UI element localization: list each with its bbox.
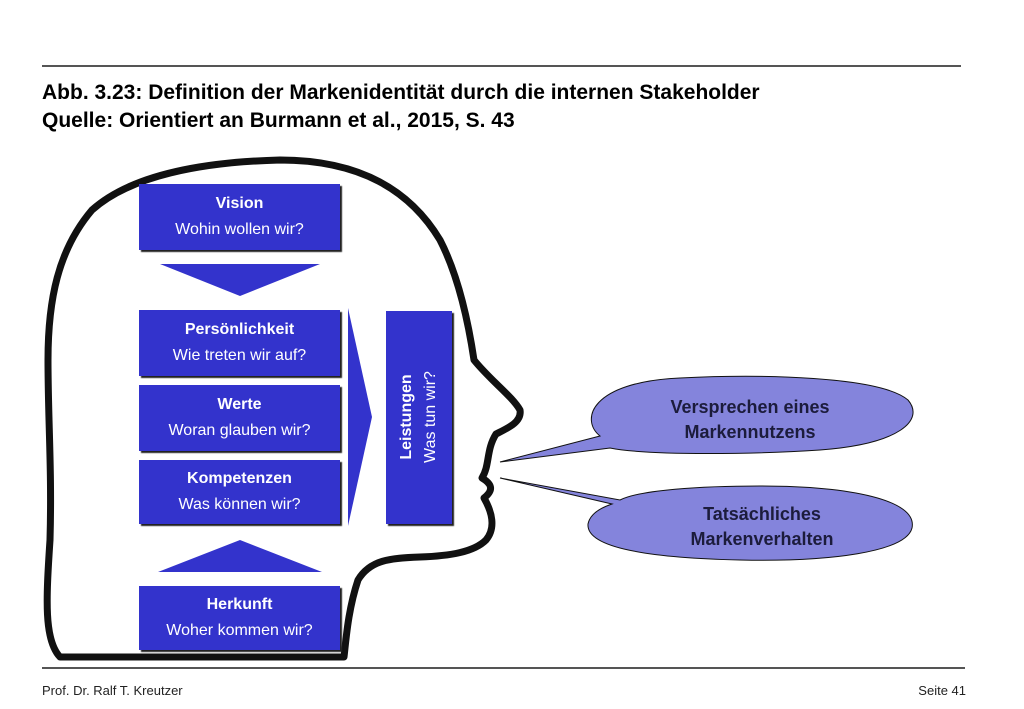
herkunft-heading: Herkunft: [206, 596, 273, 613]
persoenlichkeit-heading: Persönlichkeit: [184, 321, 295, 338]
up-arrow-icon: [158, 540, 322, 572]
leistungen-heading: Leistungen: [398, 374, 415, 460]
top-rule: [42, 65, 961, 67]
footer-page-number: Seite 41: [918, 683, 966, 698]
vision-heading: Vision: [215, 195, 264, 212]
slide-title: Abb. 3.23: Definition der Markenidentitä…: [42, 79, 760, 135]
persoenlichkeit-box: Persönlichkeit Wie treten wir auf?: [139, 310, 340, 376]
herkunft-box: Herkunft Woher kommen wir?: [139, 586, 340, 650]
down-arrow-icon: [160, 264, 320, 296]
bottom-rule: [42, 667, 965, 669]
herkunft-question: Woher kommen wir?: [166, 622, 313, 639]
kompetenzen-question: Was können wir?: [178, 496, 301, 513]
verhalten-text: Tatsächliches Markenverhalten: [620, 502, 904, 552]
werte-question: Woran glauben wir?: [168, 422, 311, 439]
kompetenzen-box: Kompetenzen Was können wir?: [139, 460, 340, 524]
kompetenzen-heading: Kompetenzen: [187, 470, 292, 487]
verhalten-line-1: Tatsächliches: [703, 504, 821, 524]
vision-box: Vision Wohin wollen wir?: [139, 184, 340, 250]
right-arrow-icon: [348, 308, 372, 526]
werte-heading: Werte: [217, 396, 262, 413]
head-outline: [43, 156, 524, 661]
bubble-verhalten: [499, 477, 913, 561]
leistungen-question: Was tun wir?: [422, 371, 439, 463]
werte-box: Werte Woran glauben wir?: [139, 385, 340, 451]
leistungen-box: [386, 311, 452, 524]
versprechen-line-2: Markennutzens: [684, 422, 816, 442]
vision-question: Wohin wollen wir?: [175, 221, 304, 238]
versprechen-text: Versprechen eines Markennutzens: [620, 395, 880, 445]
leistungen-label: Leistungen Was tun wir?: [395, 311, 443, 524]
versprechen-line-1: Versprechen eines: [670, 397, 830, 417]
title-line-1: Abb. 3.23: Definition der Markenidentitä…: [42, 81, 760, 104]
verhalten-line-2: Markenverhalten: [690, 529, 834, 549]
footer-author: Prof. Dr. Ralf T. Kreutzer: [42, 683, 183, 698]
title-line-2: Quelle: Orientiert an Burmann et al., 20…: [42, 109, 515, 132]
bubble-versprechen: [499, 375, 914, 463]
persoenlichkeit-question: Wie treten wir auf?: [172, 347, 307, 364]
